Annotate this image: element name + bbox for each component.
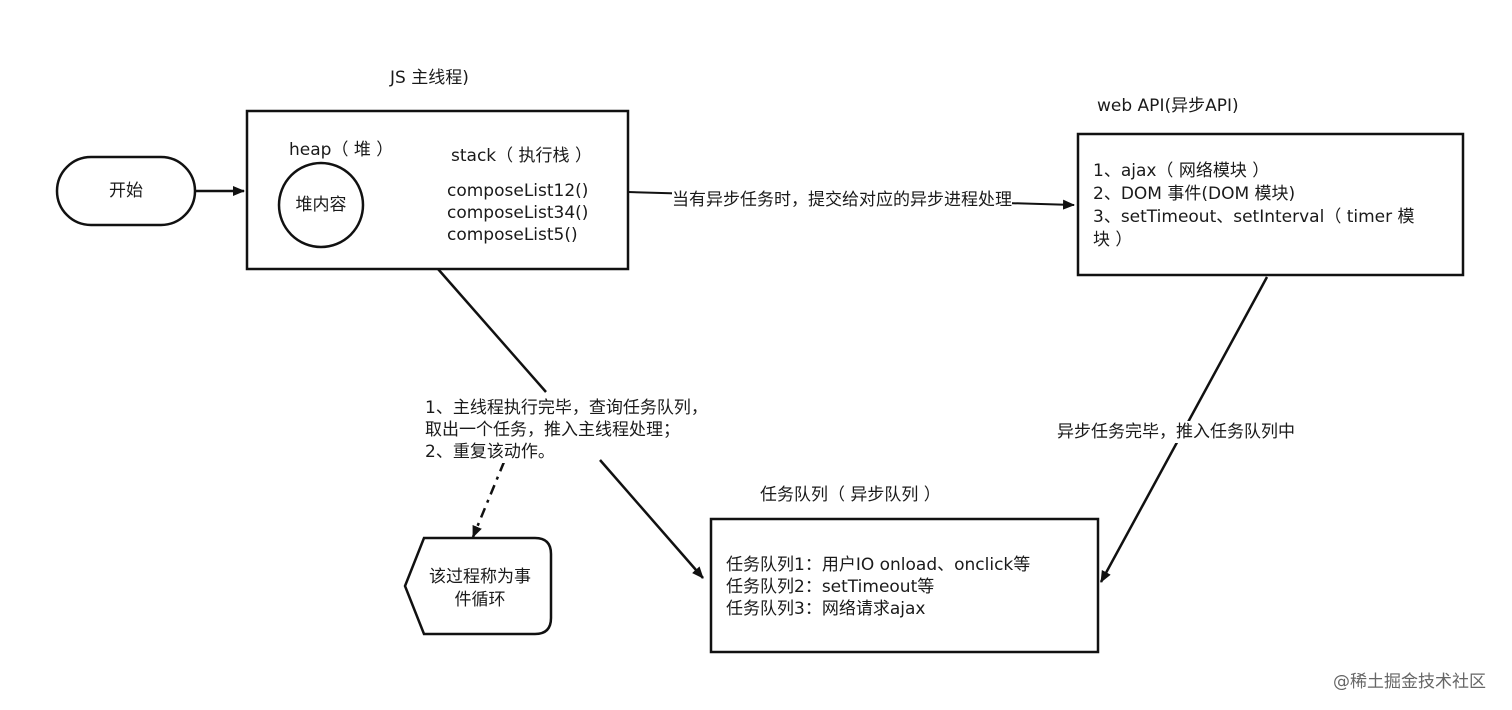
web-api-box (1076, 132, 1465, 277)
web-api-item: 1、ajax（ 网络模块 ） (1093, 161, 1270, 181)
main-thread-title: JS 主线程) (390, 68, 469, 88)
task-queue-box (709, 517, 1100, 654)
event-loop-shape-line: 该过程称为事 (429, 567, 531, 587)
web-api-title: web API(异步API) (1097, 96, 1239, 116)
heap-content: 堆内容 (295, 195, 347, 215)
stack-item: composeList34() (447, 203, 589, 223)
event-loop-dashed-arrow (471, 461, 506, 538)
event-loop-shape-line: 件循环 (454, 590, 506, 610)
submit-async-label: 当有异步任务时，提交给对应的异步进程处理 (672, 189, 1012, 211)
event-loop-shape (403, 536, 553, 636)
task-queue-item: 任务队列3：网络请求ajax (726, 599, 926, 619)
task-queue-item: 任务队列1：用户IO onload、onclick等 (726, 555, 1031, 575)
web-api-item: 块 ） (1093, 230, 1133, 250)
event-loop-note-line: 取出一个任务，推入主线程处理； (425, 419, 680, 441)
task-queue-item: 任务队列2：setTimeout等 (726, 577, 935, 597)
stack-item: composeList12() (447, 181, 589, 201)
start-label: 开始 (109, 181, 143, 201)
main-to-queue-arrow-upper (437, 268, 547, 393)
heap-label: heap（ 堆 ） (289, 140, 394, 160)
heap-circle (277, 161, 365, 249)
stack-label: stack（ 执行栈 ） (451, 146, 592, 166)
main-to-queue-arrow-lower (599, 459, 704, 579)
web-api-item: 3、setTimeout、setInterval（ timer 模 (1093, 207, 1415, 227)
event-loop-note-line: 2、重复该动作。 (425, 441, 555, 463)
async-done-label: 异步任务完毕，推入任务队列中 (1057, 421, 1295, 443)
stack-item: composeList5() (447, 225, 578, 245)
watermark: @稀土掘金技术社区 (1333, 672, 1486, 692)
web-api-item: 2、DOM 事件(DOM 模块) (1093, 184, 1296, 204)
event-loop-note-line: 1、主线程执行完毕，查询任务队列， (425, 397, 708, 419)
task-queue-title: 任务队列（ 异步队列 ） (760, 485, 941, 505)
